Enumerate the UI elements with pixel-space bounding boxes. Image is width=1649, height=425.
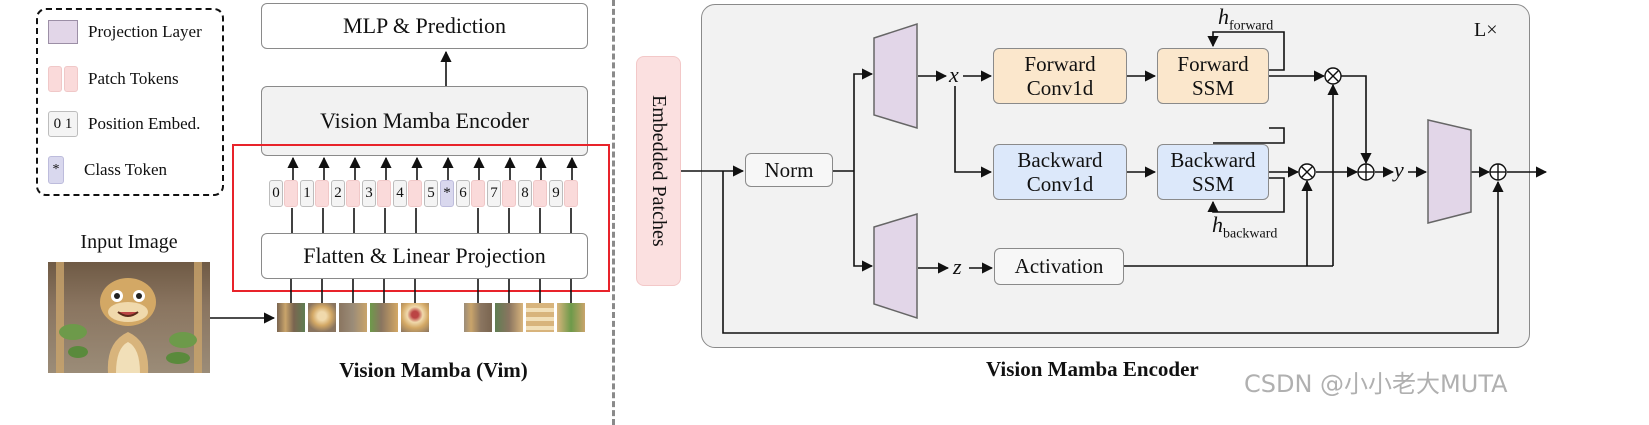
image-patch — [308, 303, 336, 332]
projection-layer-z — [873, 212, 918, 320]
activation-box: Activation — [994, 248, 1124, 285]
backward-conv1d-box: Backward Conv1d — [993, 144, 1127, 200]
position-token: 9 — [549, 180, 563, 207]
backward-conv1d-line2: Conv1d — [1026, 172, 1094, 196]
patch-token — [377, 180, 391, 207]
embedded-patches-label: Embedded Patches — [648, 95, 670, 247]
patch-token — [408, 180, 422, 207]
patch-tokens-swatch — [48, 66, 78, 92]
image-patch — [464, 303, 492, 332]
forward-ssm-line1: Forward — [1177, 51, 1249, 76]
patch-token — [471, 180, 485, 207]
image-patch — [401, 303, 429, 332]
legend-position-label: Position Embed. — [88, 114, 201, 133]
projection-layer-x — [873, 22, 918, 130]
position-token: 0 — [269, 180, 283, 207]
class-token-swatch: * — [48, 156, 64, 184]
forward-conv1d-line2: Conv1d — [1026, 76, 1094, 100]
h-forward-base: h — [1218, 4, 1229, 29]
panel-separator — [612, 0, 615, 425]
position-token: 4 — [393, 180, 407, 207]
embedded-patches-box: Embedded Patches — [636, 56, 681, 286]
position-token: 5 — [424, 180, 438, 207]
h-backward-sub: backward — [1223, 226, 1278, 242]
legend-class-row: * Class Token — [48, 156, 167, 184]
var-y-label: y — [1394, 157, 1404, 182]
patch-token — [315, 180, 329, 207]
backward-ssm-box: Backward SSM — [1157, 144, 1269, 200]
position-token: 3 — [362, 180, 376, 207]
legend-patch-label: Patch Tokens — [88, 69, 179, 88]
backward-ssm-line2: SSM — [1191, 172, 1235, 196]
patch-token — [346, 180, 360, 207]
repeat-label: L× — [1474, 19, 1498, 41]
projection-layer-swatch — [48, 20, 78, 44]
watermark: CSDN @小小老大MUTA — [1244, 370, 1508, 398]
right-caption: Vision Mamba Encoder — [986, 357, 1199, 381]
position-embed-swatch: 0 1 — [48, 111, 78, 137]
legend-projection-row: Projection Layer — [48, 20, 202, 44]
forward-conv1d-line1: Forward — [1024, 51, 1096, 76]
forward-ssm-line2: SSM — [1191, 76, 1235, 100]
highlight-box — [232, 144, 610, 292]
left-caption: Vision Mamba (Vim) — [339, 358, 528, 382]
position-token: 2 — [331, 180, 345, 207]
input-image — [48, 262, 210, 373]
legend: Projection Layer Patch Tokens 0 1 Positi… — [36, 8, 224, 196]
forward-conv1d-box: Forward Conv1d — [993, 48, 1127, 104]
image-patch — [557, 303, 585, 332]
position-token: 8 — [518, 180, 532, 207]
legend-class-label: Class Token — [84, 160, 168, 179]
var-x-label: x — [949, 62, 959, 87]
image-patch — [526, 303, 554, 332]
flatten-linear-projection-box: Flatten & Linear Projection — [261, 233, 588, 279]
position-token: 6 — [456, 180, 470, 207]
h-backward-label: hbackward — [1212, 212, 1277, 242]
h-forward-sub: forward — [1229, 18, 1274, 34]
h-forward-label: hforward — [1218, 4, 1273, 34]
patch-token — [564, 180, 578, 207]
var-z-label: z — [953, 254, 962, 279]
image-patch — [370, 303, 398, 332]
forward-ssm-box: Forward SSM — [1157, 48, 1269, 104]
legend-position-row: 0 1 Position Embed. — [48, 111, 200, 137]
legend-patch-row: Patch Tokens — [48, 66, 179, 92]
image-patch — [277, 303, 305, 332]
backward-ssm-line1: Backward — [1170, 147, 1256, 172]
class-token: * — [440, 180, 454, 207]
patch-token — [284, 180, 298, 207]
image-patch — [339, 303, 367, 332]
position-token: 1 — [300, 180, 314, 207]
mlp-prediction-box: MLP & Prediction — [261, 3, 588, 49]
position-token: 7 — [487, 180, 501, 207]
projection-layer-out — [1427, 119, 1472, 224]
snake-illustration — [56, 262, 202, 373]
backward-conv1d-line1: Backward — [1017, 147, 1103, 172]
legend-projection-label: Projection Layer — [88, 22, 202, 41]
patch-token — [533, 180, 547, 207]
h-backward-base: h — [1212, 212, 1223, 237]
patch-token — [502, 180, 516, 207]
input-image-label: Input Image — [80, 231, 178, 253]
image-patch — [495, 303, 523, 332]
norm-box: Norm — [745, 153, 833, 187]
